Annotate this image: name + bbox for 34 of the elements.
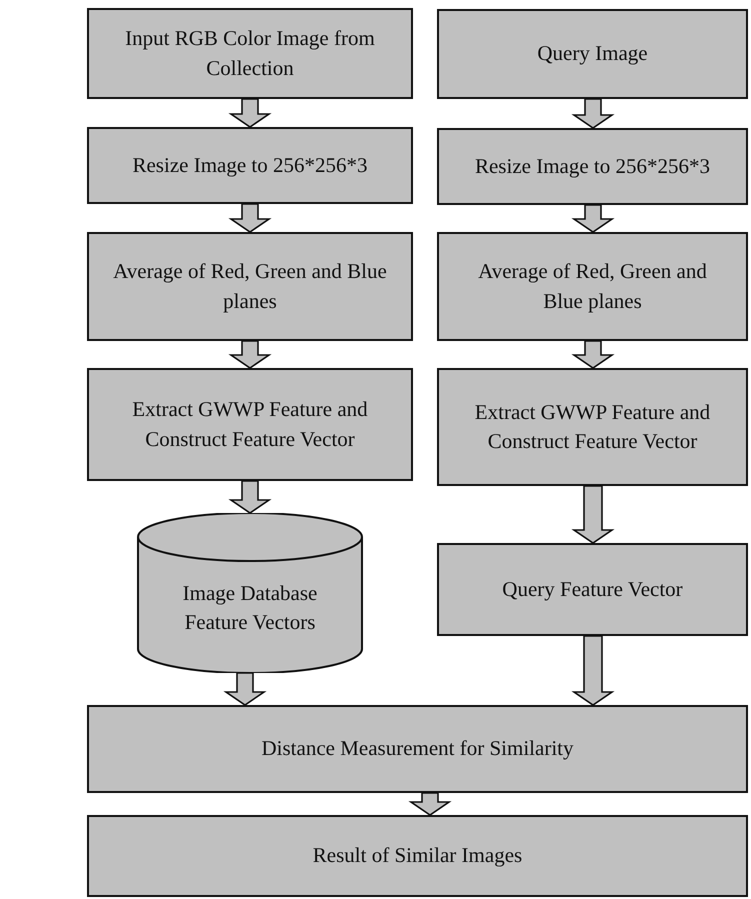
box-label: Image Database Feature Vectors (182, 580, 318, 636)
process-box (437, 9, 748, 99)
process-box (437, 128, 748, 205)
block-arrow (571, 635, 615, 706)
box-label: Distance Measurement for Similarity (260, 735, 574, 762)
box-label: Query Image (536, 40, 649, 68)
process-box (437, 368, 748, 486)
process-box (437, 232, 748, 341)
process-box (87, 8, 413, 99)
block-arrow (228, 480, 272, 514)
process-box (87, 232, 413, 341)
block-arrow (408, 792, 452, 816)
block-arrow (571, 340, 615, 369)
block-arrow (228, 98, 272, 128)
process-box (87, 368, 413, 481)
box-label: Average of Red, Green and Blue planes (112, 258, 388, 314)
block-arrow (571, 485, 615, 544)
block-arrow (228, 203, 272, 233)
block-arrow (228, 340, 272, 369)
block-arrow (223, 672, 267, 706)
box-label: Resize Image to 256*256*3 (474, 152, 712, 180)
box-label: Average of Red, Green and Blue planes (477, 258, 708, 314)
block-arrow (571, 98, 615, 129)
box-label: Extract GWWP Feature and Construct Feature Vector (131, 396, 369, 452)
box-label: Input RGB Color Image from Collection (124, 25, 376, 82)
box-label: Query Feature Vector (501, 576, 684, 603)
process-box (87, 815, 748, 897)
box-label: Extract GWWP Feature and Construct Feature Vector (474, 398, 712, 455)
process-box (87, 705, 748, 793)
box-label: Result of Similar Images (312, 842, 524, 870)
box-label: Resize Image to 256*256*3 (131, 152, 369, 179)
process-box (437, 543, 748, 636)
process-box (87, 127, 413, 204)
block-arrow (571, 204, 615, 233)
